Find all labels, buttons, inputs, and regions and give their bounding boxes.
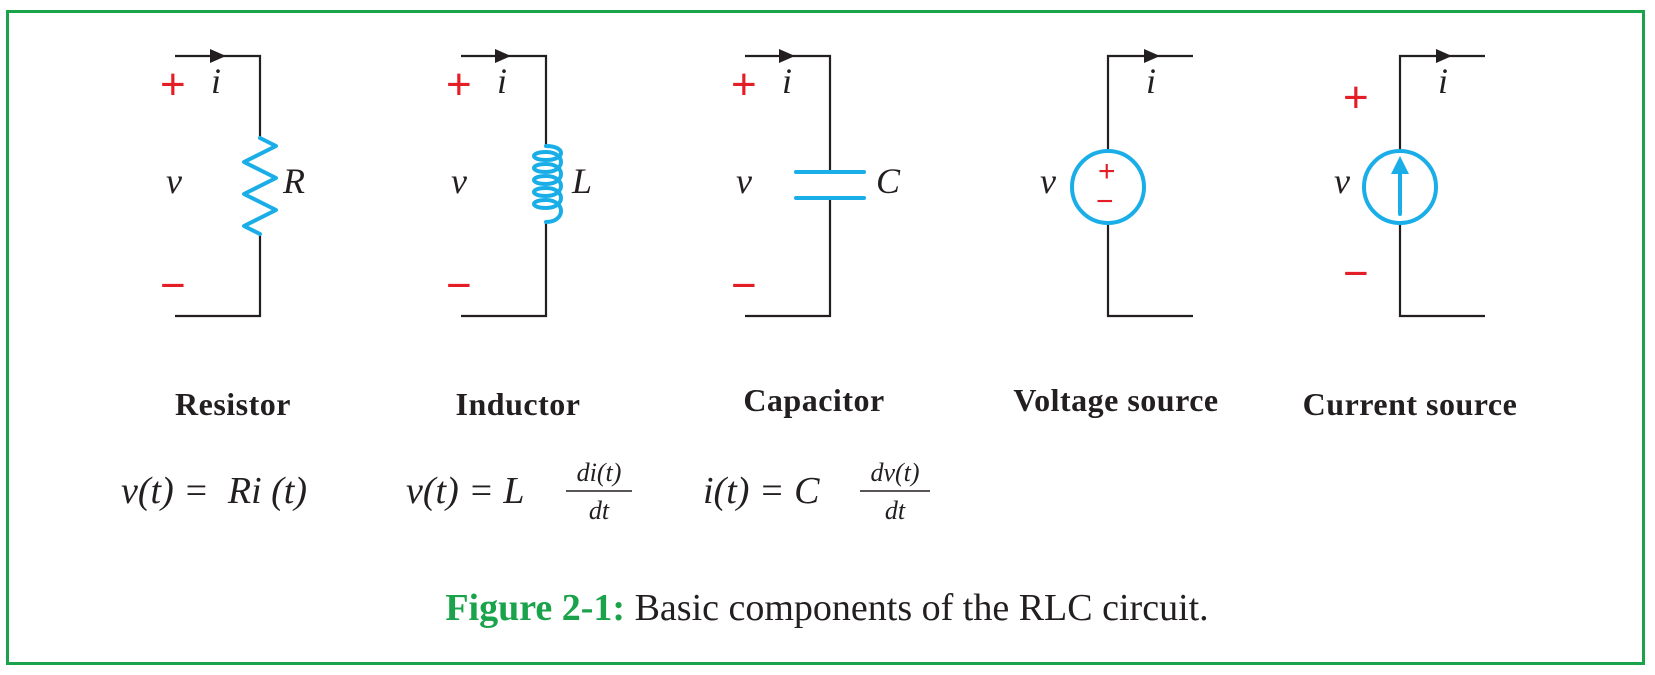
capacitor-symbol: C bbox=[876, 161, 901, 201]
plus-sign: + bbox=[1343, 73, 1369, 122]
voltage-source-diagram: + − i v bbox=[1040, 49, 1193, 318]
current-arrow-icon bbox=[495, 49, 511, 63]
current-label: i bbox=[497, 61, 507, 101]
source-plus-sign: + bbox=[1098, 155, 1116, 188]
caption-text: Basic components of the RLC circuit. bbox=[635, 587, 1209, 629]
current-arrow-icon bbox=[1144, 49, 1160, 63]
inductor-fraction-numerator: di(t) bbox=[577, 458, 622, 487]
inductor-fraction-denominator: dt bbox=[589, 496, 610, 525]
plus-sign: + bbox=[446, 60, 472, 109]
resistor-name: Resistor bbox=[175, 386, 291, 422]
resistor-equation: v(t) = Ri (t) bbox=[121, 470, 307, 512]
source-minus-sign: − bbox=[1096, 185, 1114, 218]
voltage-source-wire bbox=[1106, 54, 1193, 318]
plus-sign: + bbox=[731, 60, 757, 109]
voltage-label: v bbox=[736, 161, 752, 201]
current-label: i bbox=[1146, 61, 1156, 101]
minus-sign: − bbox=[731, 261, 757, 310]
current-label: i bbox=[782, 61, 792, 101]
voltage-label: v bbox=[166, 161, 182, 201]
current-arrow-icon bbox=[1436, 49, 1452, 63]
capacitor-wire bbox=[745, 54, 832, 318]
inductor-equation-lhs: v(t) = L bbox=[406, 470, 525, 512]
current-label: i bbox=[1438, 61, 1448, 101]
resistor-symbol: R bbox=[282, 161, 305, 201]
inductor-icon bbox=[532, 144, 563, 224]
figure-frame bbox=[6, 10, 1645, 665]
voltage-label: v bbox=[451, 161, 467, 201]
inductor-wire bbox=[461, 54, 548, 318]
voltage-source-name: Voltage source bbox=[1013, 382, 1218, 418]
voltage-source-icon bbox=[1070, 149, 1146, 225]
inductor-symbol: L bbox=[571, 161, 592, 201]
voltage-label: v bbox=[1334, 161, 1350, 201]
capacitor-diagram: + i v C − bbox=[731, 49, 901, 318]
inductor-equation: v(t) = L di(t) dt bbox=[406, 458, 632, 525]
current-source-diagram: + i v − bbox=[1334, 49, 1485, 318]
minus-sign: − bbox=[1343, 249, 1369, 298]
current-source-name: Current source bbox=[1303, 386, 1518, 422]
resistor-wire bbox=[175, 54, 262, 318]
voltage-label: v bbox=[1040, 161, 1056, 201]
inductor-diagram: + i v L − bbox=[446, 49, 592, 318]
inductor-name: Inductor bbox=[456, 386, 581, 422]
current-arrow-icon bbox=[210, 49, 226, 63]
source-arrowhead-icon bbox=[1391, 156, 1409, 174]
plus-sign: + bbox=[160, 60, 186, 109]
current-label: i bbox=[211, 61, 221, 101]
capacitor-equation: i(t) = C dv(t) dt bbox=[703, 458, 930, 525]
current-arrow-icon bbox=[779, 49, 795, 63]
resistor-diagram: + i v R − bbox=[160, 49, 305, 318]
minus-sign: − bbox=[446, 261, 472, 310]
figure-caption: Figure 2-1: Basic components of the RLC … bbox=[445, 587, 1208, 629]
current-source-icon bbox=[1362, 149, 1438, 225]
current-source-wire bbox=[1398, 54, 1485, 318]
resistor-icon bbox=[242, 136, 278, 236]
capacitor-equation-lhs: i(t) = C bbox=[703, 470, 820, 512]
minus-sign: − bbox=[160, 261, 186, 310]
caption-label: Figure 2-1: bbox=[445, 587, 625, 629]
capacitor-fraction-numerator: dv(t) bbox=[870, 458, 919, 487]
capacitor-fraction-denominator: dt bbox=[885, 496, 906, 525]
capacitor-name: Capacitor bbox=[743, 382, 884, 418]
